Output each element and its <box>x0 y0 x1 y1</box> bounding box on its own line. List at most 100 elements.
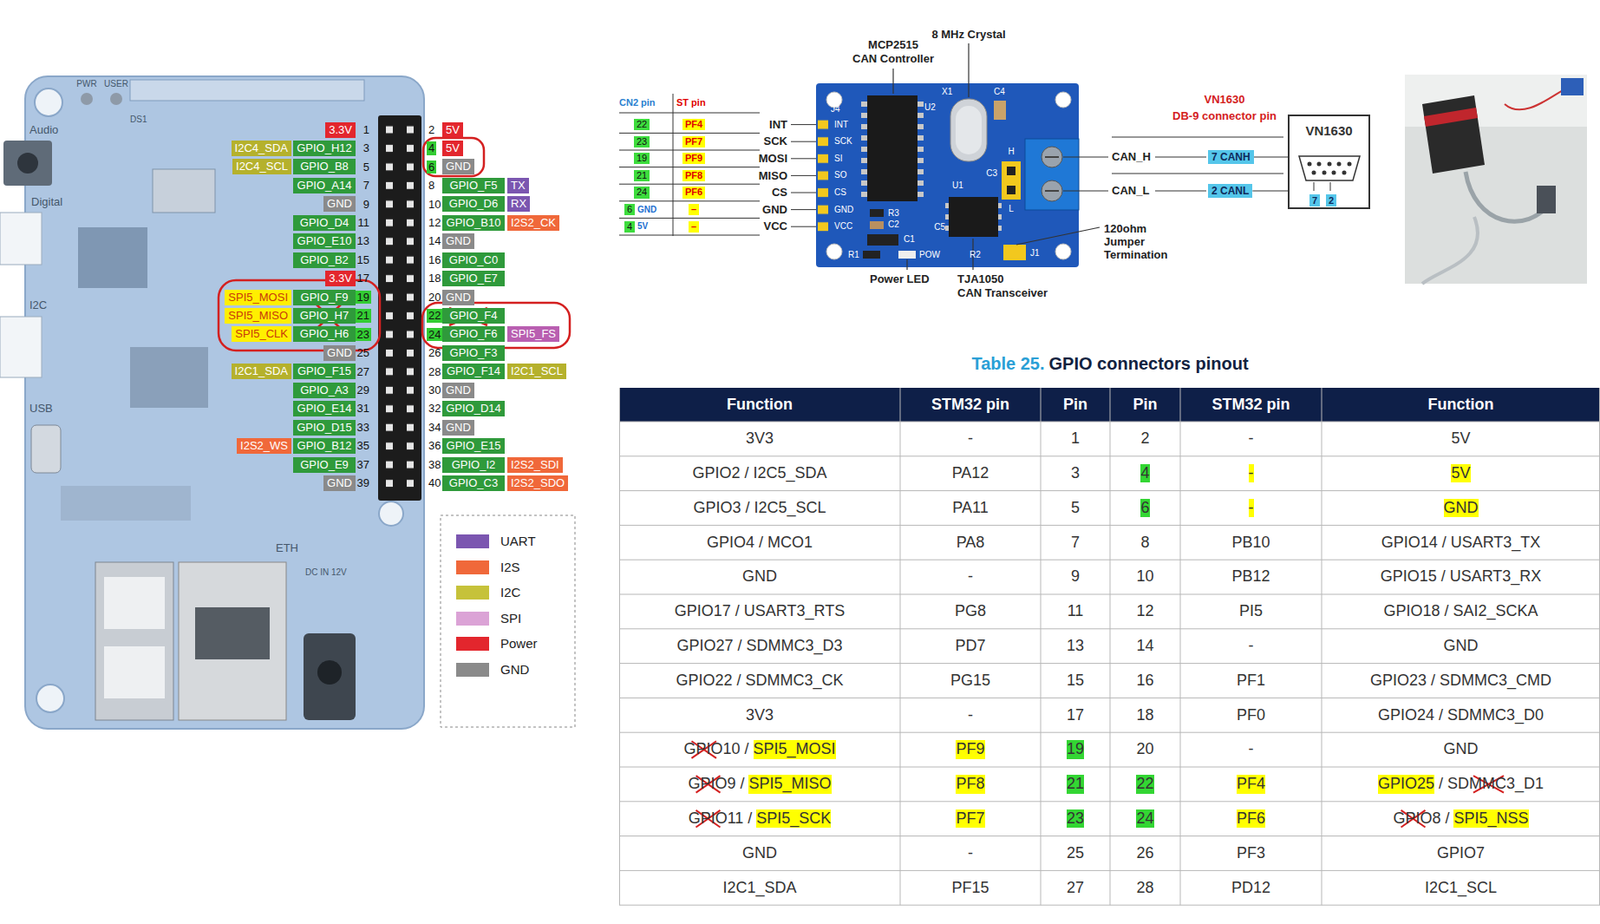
module-silkscreen: VCC <box>834 221 853 232</box>
silkscreen-text: DS1 <box>130 114 147 125</box>
pin-number: 38 <box>426 457 443 472</box>
vn1630-box <box>1347 162 1352 167</box>
silkscreen-text: USB <box>29 401 53 416</box>
table-cell-text: 1 <box>1071 429 1080 449</box>
node-label: GPIO_F5 <box>450 178 498 192</box>
pin-tag: GPIO_F9 <box>293 289 356 306</box>
red-markup <box>218 280 380 351</box>
can-module <box>867 95 918 202</box>
signal-name: CAN_H <box>1111 150 1151 164</box>
table-cell-text: 14 <box>1136 636 1154 656</box>
pin-tag: GPIO_D15 <box>293 419 356 436</box>
table-cell: PF15 <box>951 878 989 898</box>
pin-tag: GPIO_F4 <box>442 307 505 324</box>
pin-number: 16 <box>426 253 443 268</box>
table-cell: PG8 <box>954 601 987 621</box>
vn1630-box <box>1327 162 1333 167</box>
table-cell-text: 11 <box>1067 601 1085 621</box>
table-cell-text: 25 <box>1066 843 1085 863</box>
callout-label: TJA1050 <box>957 272 1004 287</box>
pin-tag: GPIO_E9 <box>293 457 356 473</box>
table-cell: 25 <box>1066 843 1085 863</box>
table-cell-text: - <box>967 429 974 449</box>
board-photo <box>36 684 65 712</box>
pin-number: 3 <box>361 141 372 156</box>
leader-lines <box>1111 137 1284 174</box>
pin-number: 14 <box>426 234 443 249</box>
table-cell-text: SPI5_SCK <box>756 809 831 829</box>
cn2-pin: 6 <box>624 203 635 216</box>
table-cell-text: GPIO17 / USART3_RTS <box>674 601 845 621</box>
legend-label: SPI <box>500 610 522 627</box>
legend-label: UART <box>500 533 536 549</box>
table-number: Table 25. <box>971 352 1045 374</box>
table-cell: PD12 <box>1231 878 1271 898</box>
table-cell-text: GND <box>742 567 778 587</box>
table-cell-text: SPI5_MOSI <box>753 739 836 759</box>
table-cell-text: - <box>1248 463 1254 484</box>
pin-tag: TX <box>507 177 529 194</box>
column-header: CN2 pin <box>619 97 656 109</box>
node-label: GPIO_F14 <box>446 364 501 378</box>
table-cell-text: 10 <box>1136 567 1154 587</box>
can-module <box>1001 161 1021 200</box>
pin-tag: GPIO_D14 <box>442 400 505 417</box>
pin-number: 12 <box>426 215 443 230</box>
can-module <box>869 221 884 229</box>
signal-name: MISO <box>758 169 788 183</box>
table-cell-text: GPIO10 / <box>683 739 749 759</box>
cn2-pin: 4 <box>624 221 635 233</box>
table-cell-text: 19 <box>1066 739 1085 759</box>
table-cell-text: GPIO18 / SAI2_SCKA <box>1383 601 1538 621</box>
callout-label: 8 MHz Crystal <box>931 27 1006 42</box>
table-cell-text: 2 <box>1140 429 1150 449</box>
board-photo <box>110 92 123 105</box>
table-cell: GND <box>1443 636 1479 656</box>
vn1630-box <box>1317 162 1322 167</box>
vn1630-box <box>1342 170 1347 176</box>
table-cell: GPIO23 / SDMMC3_CMD <box>1370 671 1552 691</box>
pin-tag: I2S2_SDO <box>507 475 569 491</box>
table-cell: 24 <box>1136 809 1154 829</box>
can-module <box>898 250 916 259</box>
pin-tag: GPIO_E7 <box>442 270 505 287</box>
silkscreen-text: Digital <box>31 195 63 209</box>
table-cell-text: 16 <box>1136 671 1154 691</box>
table-cell: 21 <box>1066 774 1085 794</box>
table-cell: - <box>1248 739 1254 759</box>
table-cell: PF9 <box>955 739 985 759</box>
board-photo <box>104 646 165 699</box>
node-label: RX <box>510 196 527 210</box>
table-cell: 19 <box>1066 739 1085 759</box>
pin-tag: GPIO_F5 <box>442 177 505 194</box>
module-silkscreen: GND <box>834 204 854 216</box>
board-photo <box>95 561 174 720</box>
node-label: 3.3V <box>328 271 353 285</box>
pin-tag: GPIO_B12 <box>293 437 356 454</box>
pin-table-lines <box>619 93 818 236</box>
can-module <box>1003 244 1026 261</box>
device-photo <box>1404 74 1587 284</box>
signal-name: INT <box>769 117 788 132</box>
table-cell: 16 <box>1136 671 1154 691</box>
pin-tag: GND <box>442 382 475 399</box>
leader-lines <box>893 43 1284 270</box>
can-module <box>1006 166 1016 176</box>
table-cell: GPIO9 /SPI5_MISO <box>687 774 831 794</box>
pin-tag: I2S2_SDI <box>507 457 563 473</box>
node-label: GPIO_F9 <box>300 290 349 304</box>
table-cell-text: GPIO24 / SDMMC3_D0 <box>1377 705 1544 725</box>
node-label: 7 CANH <box>1211 150 1251 164</box>
node-label: 5V <box>445 123 460 137</box>
node-label: 5V <box>445 141 460 155</box>
silkscreen-text: PWR <box>76 78 97 90</box>
table-cell: I2C1_SCL <box>1424 878 1497 898</box>
pin-tag: GPIO_I2 <box>442 457 505 473</box>
can-pin-box: 2 CANL <box>1208 183 1253 198</box>
leader-lines <box>892 68 894 94</box>
table-cell: PG15 <box>950 671 991 691</box>
board-photo <box>3 140 53 186</box>
pin-tag: GPIO_H7 <box>293 307 356 324</box>
table-cell-text: 24 <box>1136 809 1154 829</box>
table-cell-text: 3V3 <box>745 705 774 725</box>
